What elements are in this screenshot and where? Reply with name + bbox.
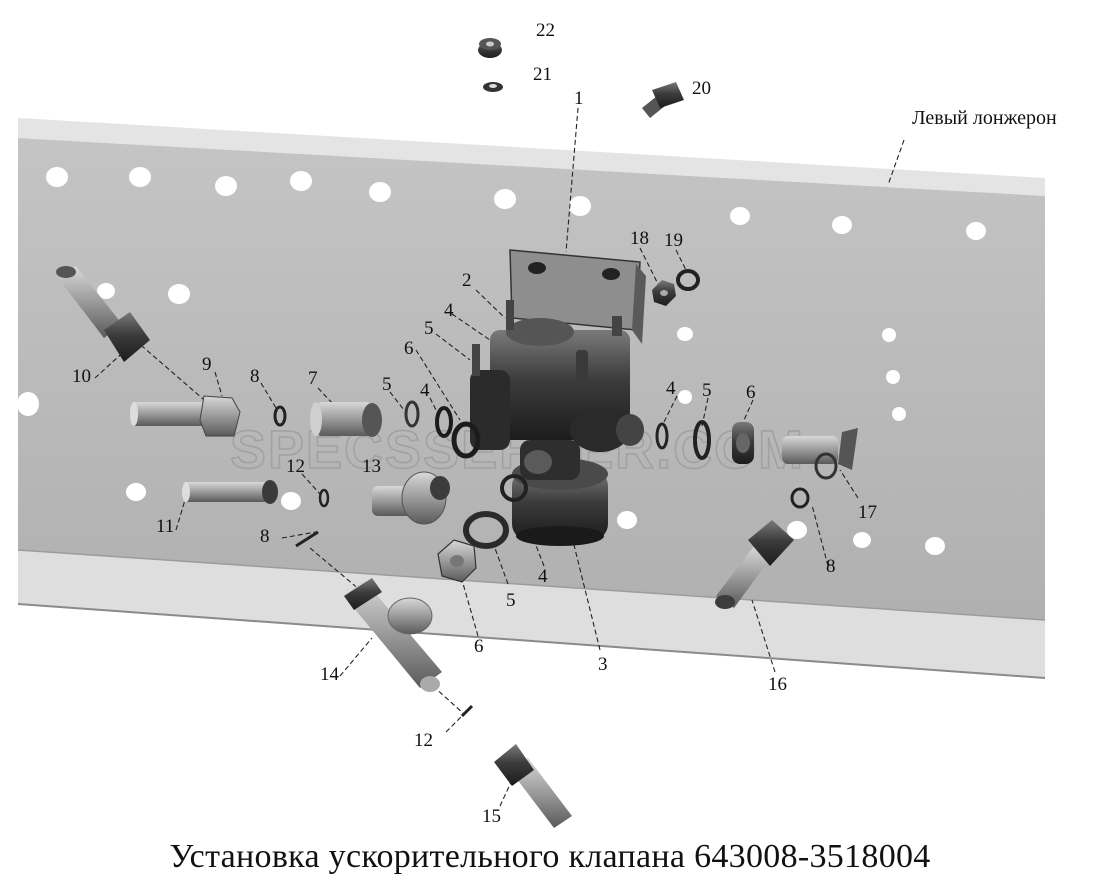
callout-4-bottom: 4: [538, 566, 548, 587]
callout-19: 19: [664, 230, 683, 251]
callout-3: 3: [598, 654, 608, 675]
part-4-ring-lower: [500, 474, 528, 502]
frame-hole: [832, 216, 852, 234]
callout-2: 2: [462, 270, 472, 291]
frame-hole: [677, 327, 693, 341]
frame-hole: [494, 189, 516, 209]
part-5-ring: [404, 400, 420, 428]
part-16-fitting: [715, 520, 794, 609]
callout-5-bottom: 5: [506, 590, 516, 611]
part-4-ring: [435, 406, 453, 438]
frame-hole: [97, 283, 115, 299]
callout-labels: 22 21 1 20 18 19 2 4 5 6 10 9 8 7 5 4 4 …: [72, 20, 1057, 827]
part-19-washer: [676, 269, 700, 291]
callout-12-lower: 12: [414, 730, 433, 751]
part-12-ring: [318, 488, 330, 508]
callout-13: 13: [362, 456, 381, 477]
callout-21: 21: [533, 64, 552, 85]
frame-flange-bend: [17, 549, 1046, 621]
callout-5-right: 5: [702, 380, 712, 401]
callout-6-top: 6: [404, 338, 414, 359]
part-1-bracket: [509, 249, 646, 344]
diagram-caption: Установка ускорительного клапана 643008-…: [169, 838, 931, 875]
frame-hole: [892, 407, 906, 421]
part-5-ring-right: [693, 420, 711, 460]
callout-9: 9: [202, 354, 212, 375]
frame-bottom-flange: [18, 550, 1045, 678]
callout-4-top: 4: [444, 300, 454, 321]
part-21-washer: [483, 82, 503, 92]
callout-14: 14: [320, 664, 340, 685]
frame-hole: [730, 207, 750, 225]
part-11-tube: [182, 480, 278, 504]
callout-15: 15: [482, 806, 501, 827]
frame-hole: [46, 167, 68, 187]
frame-hole: [129, 167, 151, 187]
callout-8-mid: 8: [260, 526, 270, 547]
callout-12-upper: 12: [286, 456, 305, 477]
frame-hole: [886, 370, 900, 384]
frame-hole: [569, 196, 591, 216]
callout-4-right: 4: [666, 378, 676, 399]
callout-16: 16: [768, 674, 787, 695]
callout-5-left: 5: [382, 374, 392, 395]
part-9-union: [130, 395, 241, 437]
callout-20: 20: [692, 78, 711, 99]
part-6-ring: [451, 421, 481, 459]
callout-6-right: 6: [746, 382, 756, 403]
part-8-pin: [295, 530, 319, 548]
frame-hole: [290, 171, 312, 191]
frame-hole: [126, 483, 146, 501]
callout-8-left: 8: [250, 366, 260, 387]
frame-hole: [787, 521, 807, 539]
part-6-nut-right: [732, 422, 754, 464]
frame-hole: [882, 328, 896, 342]
frame-hole: [853, 532, 871, 548]
part-7-fitting: [310, 402, 382, 437]
callout-18: 18: [630, 228, 649, 249]
frame-label: Левый лонжерон: [912, 107, 1057, 129]
frame-hole: [17, 392, 39, 416]
callout-22: 22: [536, 20, 555, 41]
leader-lines: [94, 107, 905, 807]
part-12-pin: [460, 704, 474, 718]
part-18-nut: [652, 280, 676, 306]
part-13-elbow: [372, 471, 450, 525]
part-3-accelerator-valve: [470, 300, 644, 546]
callout-7: 7: [308, 368, 318, 389]
part-20-bolt: [642, 82, 684, 118]
part-8-ring: [273, 405, 287, 427]
part-8-ring-right: [790, 487, 810, 509]
callout-17: 17: [858, 502, 877, 523]
callout-11: 11: [156, 516, 174, 537]
frame-holes: [17, 167, 986, 555]
frame-top-flange: [18, 118, 1045, 196]
frame-hole: [369, 182, 391, 202]
callout-5-top: 5: [424, 318, 434, 339]
part-4-ring-right: [655, 422, 669, 450]
callout-10: 10: [72, 366, 91, 387]
part-22-nut: [478, 38, 502, 58]
frame-hole: [281, 492, 301, 510]
callout-6-bottom: 6: [474, 636, 484, 657]
frame-bottom-edge: [17, 603, 1046, 679]
frame-hole: [678, 390, 692, 404]
callout-1: 1: [574, 88, 584, 109]
part-6-nut-lower: [437, 539, 477, 583]
callout-8-right: 8: [826, 556, 836, 577]
part-15-fitting: [494, 744, 572, 828]
part-5-ring-lower: [463, 511, 509, 549]
frame-hole: [617, 511, 637, 529]
frame-hole: [215, 176, 237, 196]
frame-hole: [168, 284, 190, 304]
part-17-elbow: [782, 428, 858, 480]
part-14-tee: [344, 578, 442, 692]
frame-hole: [966, 222, 986, 240]
frame-hole: [925, 537, 945, 555]
part-10-connector: [56, 266, 150, 362]
callout-4-left: 4: [420, 380, 430, 401]
